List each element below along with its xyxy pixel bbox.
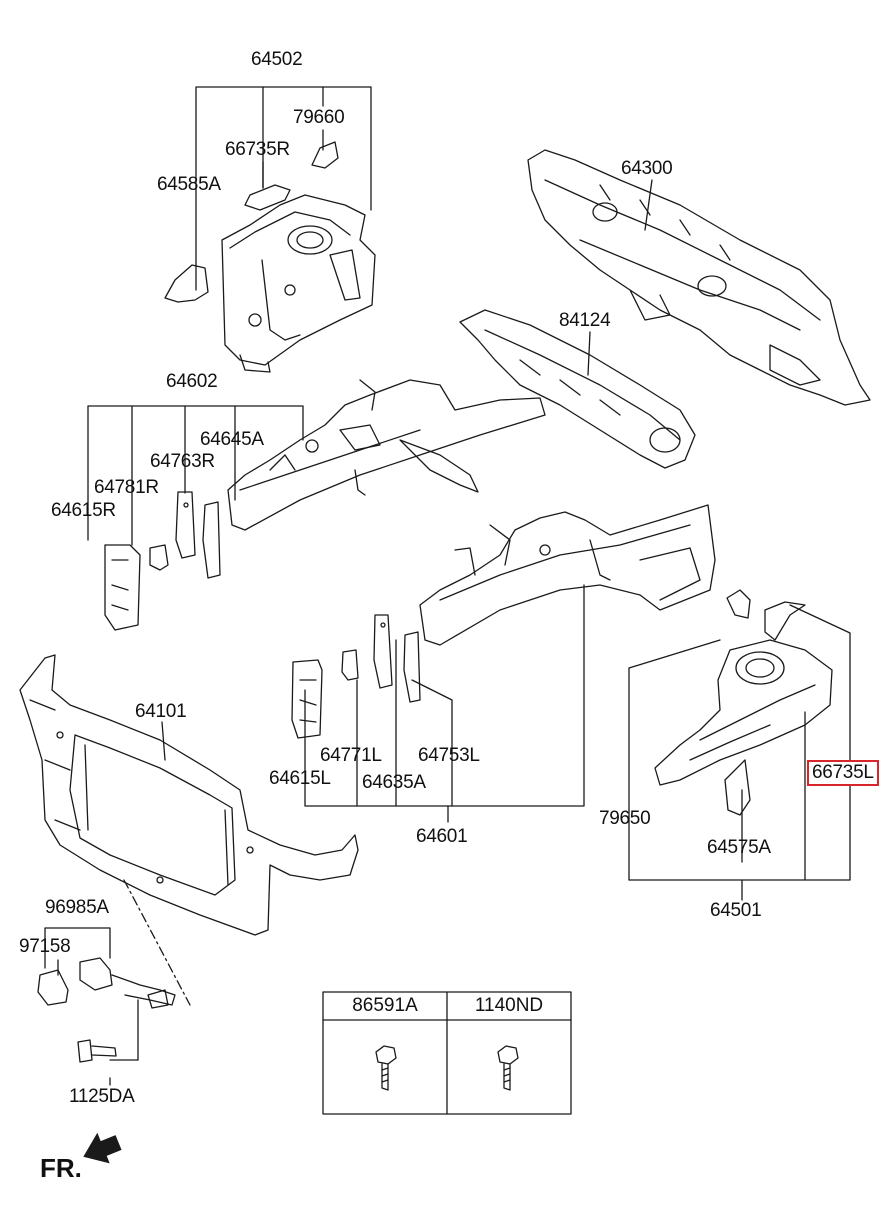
part-84124-illustration xyxy=(459,309,696,469)
part-64602-illustration xyxy=(227,379,546,531)
part-64615R-illustration xyxy=(104,544,141,631)
label-79650[interactable]: 79650 xyxy=(599,808,651,829)
label-64635A[interactable]: 64635A xyxy=(362,772,426,793)
label-64585A[interactable]: 64585A xyxy=(157,174,221,195)
part-1125DA-illustration xyxy=(77,1039,117,1063)
fastener-table-frame xyxy=(322,991,572,1115)
bolt-86591A-icon xyxy=(375,1045,397,1091)
part-64763R-illustration xyxy=(175,491,196,559)
part-64300-illustration xyxy=(527,149,871,406)
label-79660[interactable]: 79660 xyxy=(293,107,345,128)
part-64101-illustration xyxy=(19,654,359,936)
part-64601-illustration xyxy=(419,504,716,646)
label-64101[interactable]: 64101 xyxy=(135,701,187,722)
part-64635A-illustration xyxy=(373,614,393,689)
label-66735L-highlighted[interactable]: 66735L xyxy=(807,760,879,786)
leader-lines xyxy=(44,86,851,1086)
bolt-1140ND-icon xyxy=(497,1045,519,1091)
front-direction-arrow-icon xyxy=(83,1132,122,1164)
label-64615L[interactable]: 64615L xyxy=(269,768,331,789)
label-64602[interactable]: 64602 xyxy=(166,371,218,392)
part-64615L-illustration xyxy=(291,659,323,739)
part-64501-illustration xyxy=(654,589,833,816)
label-64753L[interactable]: 64753L xyxy=(418,745,480,766)
part-97158-illustration xyxy=(37,969,69,1006)
label-96985A[interactable]: 96985A xyxy=(45,897,109,918)
label-64781R[interactable]: 64781R xyxy=(94,477,159,498)
label-97158[interactable]: 97158 xyxy=(19,936,71,957)
label-1125DA[interactable]: 1125DA xyxy=(69,1086,135,1107)
part-64502-illustration xyxy=(164,141,376,373)
label-64615R[interactable]: 64615R xyxy=(51,500,116,521)
label-64501[interactable]: 64501 xyxy=(710,900,762,921)
front-direction-label: FR. xyxy=(40,1153,82,1183)
label-64601[interactable]: 64601 xyxy=(416,826,468,847)
label-64645A[interactable]: 64645A xyxy=(200,429,264,450)
part-96985A-illustration xyxy=(79,957,176,1009)
label-64575A[interactable]: 64575A xyxy=(707,837,771,858)
part-64645A-illustration xyxy=(202,501,221,579)
label-64300[interactable]: 64300 xyxy=(621,158,673,179)
label-64502[interactable]: 64502 xyxy=(251,49,303,70)
label-64763R[interactable]: 64763R xyxy=(150,451,215,472)
label-84124[interactable]: 84124 xyxy=(559,310,611,331)
table-header-1140ND[interactable]: 1140ND xyxy=(474,995,544,1016)
label-66735R[interactable]: 66735R xyxy=(225,139,290,160)
table-header-86591A[interactable]: 86591A xyxy=(352,995,418,1016)
part-64771L-illustration xyxy=(341,649,359,681)
label-64771L[interactable]: 64771L xyxy=(320,745,382,766)
part-64781R-illustration xyxy=(149,544,169,571)
part-64753L-illustration xyxy=(403,631,421,703)
